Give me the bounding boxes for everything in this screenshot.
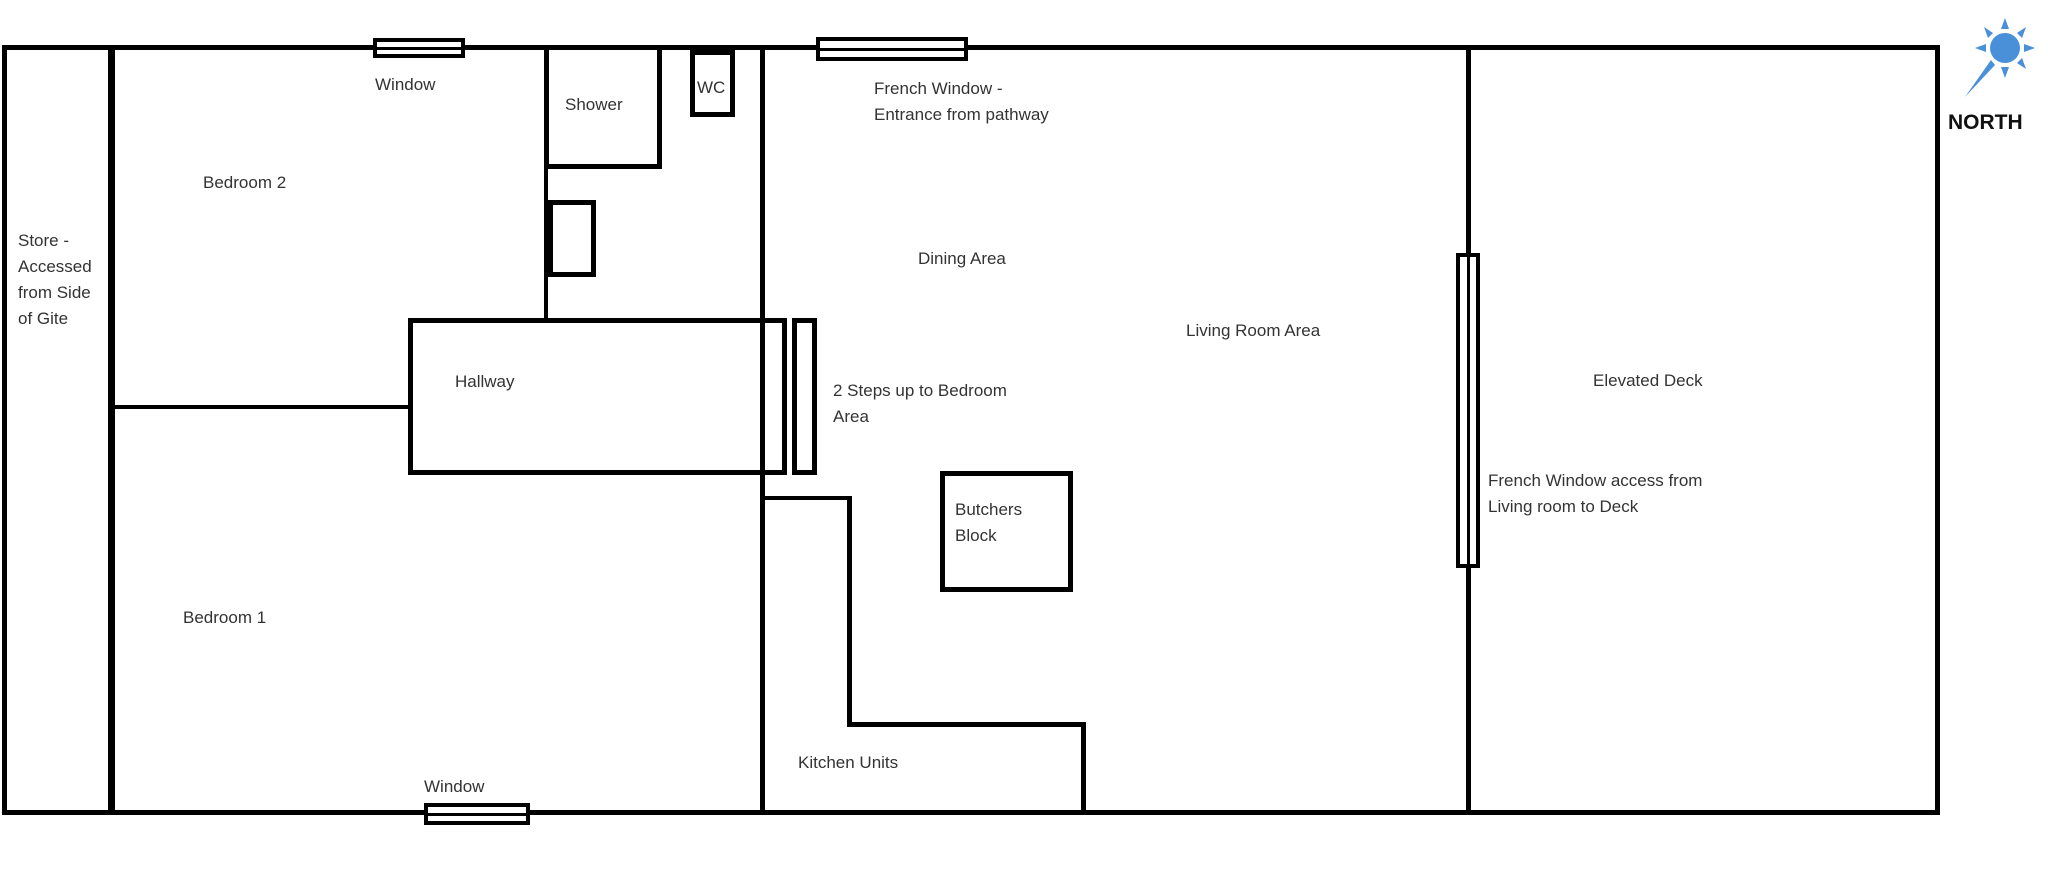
wc-label: WC: [697, 78, 726, 97]
french-window-entrance-label: French Window - Entrance from pathway: [874, 79, 1049, 124]
outer-wall-right: [1935, 45, 1940, 815]
window-bottom: [424, 803, 530, 825]
french-window-deck-label: French Window access from Living room to…: [1488, 471, 1703, 516]
kitchen-wall-top: [760, 496, 852, 500]
kitchen-units-label: Kitchen Units: [798, 753, 899, 772]
french-window-entrance: [816, 37, 968, 61]
step-2: [792, 318, 817, 475]
french-window-deck: [1456, 253, 1480, 568]
kitchen-wall-vertical: [847, 496, 852, 726]
window-bottom-label: Window: [424, 777, 485, 796]
window-top: [373, 38, 465, 58]
north-label: NORTH: [1948, 111, 2023, 134]
steps-label: 2 Steps up to Bedroom Area: [833, 381, 1007, 426]
butchers-block-label: Butchers Block: [955, 500, 1023, 545]
bedroom-divider-wall: [110, 405, 413, 409]
step-1: [760, 318, 787, 475]
outer-wall-top: [110, 45, 1940, 50]
hallway: [408, 318, 765, 475]
living-room-label: Living Room Area: [1186, 321, 1321, 340]
store-label: Store - Accessed from Side of Gite: [18, 231, 92, 328]
bedroom-1-label: Bedroom 1: [183, 608, 267, 627]
outer-wall-left: [110, 45, 115, 815]
hallway-label: Hallway: [455, 372, 515, 391]
wc-cubicle: [690, 50, 735, 117]
kitchen-wall-horizontal: [847, 722, 1085, 727]
basin-unit: [548, 200, 596, 277]
window-top-label: Window: [375, 75, 436, 94]
kitchen-wall-end: [1081, 722, 1086, 815]
shower-label: Shower: [565, 95, 623, 114]
dining-area-label: Dining Area: [918, 249, 1006, 268]
sun-icon: [1965, 18, 2035, 97]
outer-wall-bottom: [110, 810, 1940, 815]
elevated-deck-label: Elevated Deck: [1593, 371, 1703, 390]
bedroom-2-label: Bedroom 2: [203, 173, 287, 192]
store-room: [2, 45, 113, 815]
butchers-block: [940, 471, 1073, 592]
bathroom-left-wall: [544, 45, 548, 320]
shower-room: [544, 45, 662, 169]
